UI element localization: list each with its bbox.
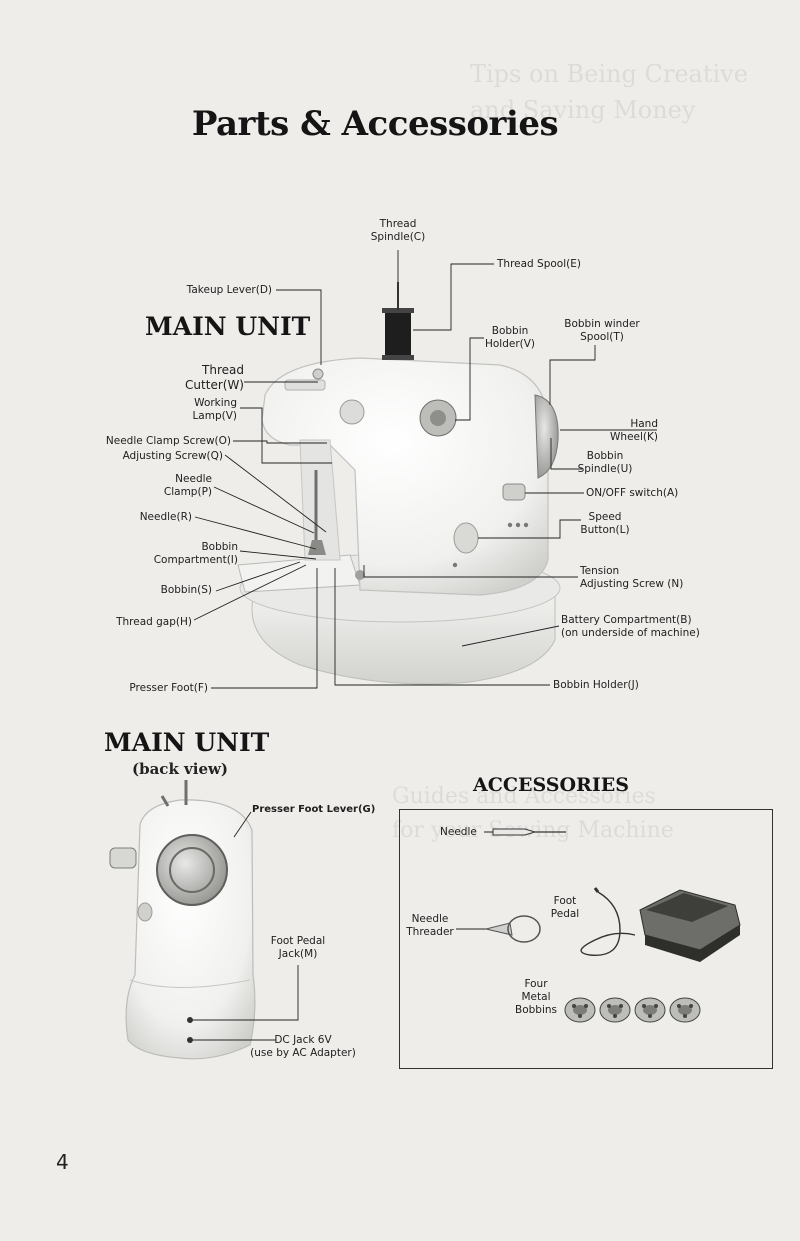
label-needle: Needle(R) — [139, 511, 192, 523]
label-dc-jack: DC Jack 6V (use by AC Adapter) — [250, 1034, 356, 1059]
label-acc-needle-threader: Needle Threader — [406, 913, 454, 938]
accessory-needle-threader-icon — [456, 915, 541, 943]
accessory-needle-icon — [484, 828, 566, 836]
label-adjusting-screw-q: Adjusting Screw(Q) — [122, 450, 223, 462]
main-unit-leader-lines — [193, 250, 657, 689]
label-acc-four-metal-bobbins: Four Metal Bobbins — [515, 978, 557, 1016]
label-thread-cutter: Thread Cutter(W) — [185, 363, 244, 392]
label-acc-needle: Needle — [440, 826, 477, 838]
bleed-through-heading: for your Sewing Machine — [392, 818, 674, 843]
bleed-through-heading: Tips on Being Creative — [470, 60, 748, 88]
label-bobbin-compartment: Bobbin Compartment(I) — [153, 541, 238, 566]
back-view-leader-lines — [193, 811, 299, 1041]
page-number: 4 — [56, 1150, 69, 1174]
sewing-machine-back-illustration — [109, 780, 256, 1060]
accessories-box — [399, 809, 773, 1069]
label-thread-spindle: Thread Spindle(C) — [370, 218, 426, 243]
bleed-through-heading: and Saving Money — [470, 96, 696, 124]
accessory-bobbins-icon — [564, 997, 701, 1023]
label-thread-gap: Thread gap(H) — [116, 616, 192, 628]
back-view-subtitle: (back view) — [132, 760, 229, 778]
label-presser-foot: Presser Foot(F) — [129, 682, 208, 694]
label-bobbin: Bobbin(S) — [160, 584, 212, 596]
bleed-through-heading: Guides and Accessories — [392, 784, 656, 809]
accessory-foot-pedal-icon — [580, 887, 741, 962]
label-presser-foot-lever: Presser Foot Lever(G) — [252, 804, 376, 815]
label-acc-foot-pedal: Foot Pedal — [550, 895, 580, 920]
label-bobbin-winder-spool: Bobbin winder Spool(T) — [564, 318, 640, 343]
label-needle-clamp: Needle Clamp(P) — [163, 473, 212, 498]
label-working-lamp: Working Lamp(V) — [192, 397, 237, 422]
label-needle-clamp-screw: Needle Clamp Screw(O) — [105, 435, 231, 447]
label-speed-button: Speed Button(L) — [580, 511, 630, 536]
label-bobbin-holder-v: Bobbin Holder(V) — [484, 325, 536, 350]
sewing-machine-front-illustration — [237, 282, 561, 685]
back-view-title: MAIN UNIT — [104, 728, 270, 757]
accessories-title: ACCESSORIES — [473, 774, 629, 796]
label-hand-wheel: Hand Wheel(K) — [610, 418, 658, 443]
label-bobbin-holder-j: Bobbin Holder(J) — [553, 679, 639, 691]
label-bobbin-spindle: Bobbin Spindle(U) — [577, 450, 633, 475]
label-takeup-lever: Takeup Lever(D) — [186, 284, 272, 296]
label-battery-compartment: Battery Compartment(B) (on underside of … — [561, 614, 700, 639]
label-on-off-switch: ON/OFF switch(A) — [586, 487, 679, 499]
page-title: Parts & Accessories — [191, 104, 559, 144]
main-unit-title: MAIN UNIT — [145, 312, 311, 341]
label-foot-pedal-jack: Foot Pedal Jack(M) — [270, 935, 326, 960]
label-tension-adjusting-screw: Tension Adjusting Screw (N) — [580, 565, 684, 590]
label-thread-spool: Thread Spool(E) — [497, 258, 581, 270]
